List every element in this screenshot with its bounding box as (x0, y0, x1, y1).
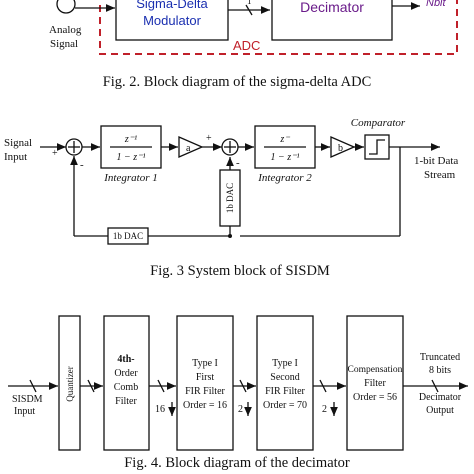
fig2-block-diagram: Analog Signal Sigma-Delta Modulator 1 De… (49, 0, 458, 90)
fir1-line-1: Type I (192, 358, 218, 369)
plus-sign-1: + (52, 148, 58, 159)
downsample-2b: 2 (322, 404, 327, 415)
fir2-line-2: Second (270, 372, 299, 383)
fir2-line-3: FIR Filter (265, 386, 305, 397)
int2-denominator: 1 − z⁻¹ (271, 152, 300, 163)
int1-label: Integrator 1 (103, 172, 157, 184)
plus-sign-2: + (206, 133, 212, 144)
modulator-label-2: Modulator (143, 13, 201, 28)
out-line-1: Truncated (420, 352, 460, 363)
fir2-block (256, 315, 314, 451)
feedback-dac-label: 1b DAC (113, 231, 143, 241)
out-line-3: Decimator (419, 392, 462, 403)
gain-a-label: a (186, 143, 191, 154)
gain-a (178, 136, 204, 158)
fig2-caption: Fig. 2. Block diagram of the sigma-delta… (103, 74, 372, 90)
compensation-block (346, 315, 404, 451)
downsample-16: 16 (155, 404, 165, 415)
sisdm-input-1: SISDM (12, 394, 43, 405)
quantizer-block (58, 315, 81, 451)
modulator-label-1: Sigma-Delta (136, 0, 208, 11)
int2-label: Integrator 2 (257, 172, 312, 184)
gain-b (330, 136, 356, 158)
vertical-dac-label: 1b DAC (225, 183, 235, 213)
minus-sign-2: - (236, 157, 240, 169)
adc-boundary (99, 0, 458, 55)
comb-line-3: Comb (114, 382, 138, 393)
comparator-label: Comparator (351, 117, 406, 129)
step-icon (369, 139, 385, 155)
sisdm-input-2: Input (14, 406, 35, 417)
minus-sign-1: - (80, 159, 84, 171)
bus-width: 1 (247, 0, 252, 6)
comp-line-2: Filter (364, 378, 386, 389)
analog-source-symbol (56, 0, 76, 14)
signal-input-2: Input (4, 151, 27, 163)
output-label-2: Stream (424, 169, 456, 181)
fig3-block-diagram: Signal Input + - z⁻¹ 1 − z⁻¹ Integrator … (4, 117, 458, 279)
gain-b-label: b (338, 143, 343, 154)
fir1-block (176, 315, 234, 451)
analog-label-1: Analog (49, 24, 82, 36)
decimator-label: Decimator (300, 0, 364, 15)
comb-line-2: Order (114, 368, 138, 379)
analog-label-2: Signal (50, 38, 78, 50)
int1-numerator: z⁻¹ (124, 134, 137, 145)
output-label-1: 1-bit Data (414, 155, 458, 167)
fig4-caption: Fig. 4. Block diagram of the decimator (124, 455, 350, 471)
out-line-2: 8 bits (429, 365, 451, 376)
output-label: Nbit (426, 0, 447, 9)
fir2-line-4: Order = 70 (263, 400, 307, 411)
signal-input-1: Signal (4, 137, 32, 149)
adc-label: ADC (233, 38, 260, 53)
out-line-4: Output (426, 405, 454, 416)
comp-line-1: Compensation (348, 365, 403, 375)
fir1-line-2: First (196, 372, 215, 383)
int2-numerator: z⁻ (279, 134, 290, 145)
fir1-line-3: FIR Filter (185, 386, 225, 397)
comb-line-1: 4th- (117, 354, 134, 365)
comp-line-3: Order = 56 (353, 392, 397, 403)
int1-denominator: 1 − z⁻¹ (117, 152, 146, 163)
fir1-line-4: Order = 16 (183, 400, 227, 411)
downsample-2a: 2 (238, 404, 243, 415)
comb-filter-block (103, 315, 150, 451)
fig3-caption: Fig. 3 System block of SISDM (150, 263, 330, 279)
quantizer-label: Quantizer (65, 366, 75, 401)
fig4-block-diagram: SISDM Input Quantizer 4th- Order Comb Fi… (8, 315, 468, 471)
fir2-line-1: Type I (272, 358, 298, 369)
modulator-block (115, 0, 229, 41)
decimator-block (271, 0, 393, 41)
comb-line-4: Filter (115, 396, 137, 407)
